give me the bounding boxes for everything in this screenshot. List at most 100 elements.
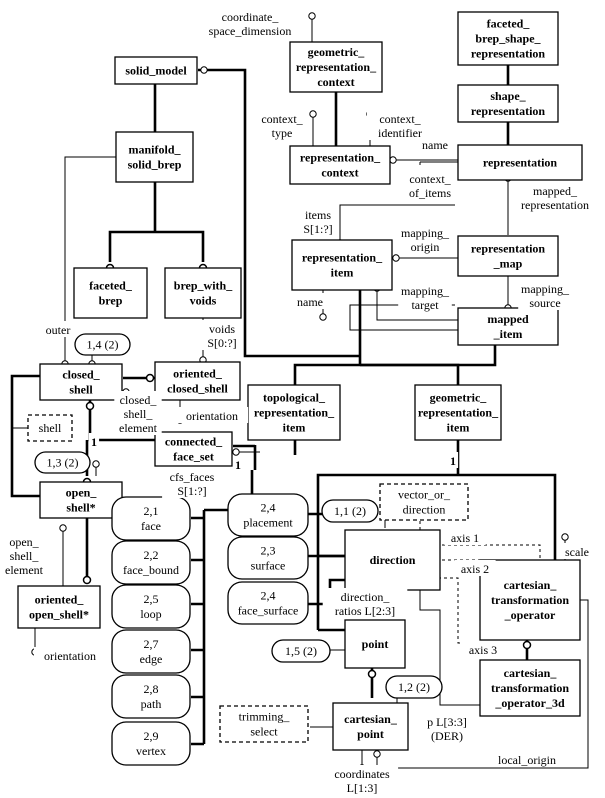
label-context-identifier-line-2: identifier [378, 126, 422, 140]
page-ref-14: 1,4 (2) [74, 333, 131, 356]
geometric-representation-item-entity: geometric_representation_item [414, 384, 502, 441]
label-name-item-backdrop [295, 293, 325, 309]
representation-item-entity-box [291, 239, 393, 291]
label-local-origin: local_origin [487, 751, 567, 767]
geometric-representation-item-entity-line-3: item [447, 421, 470, 435]
geometric-representation-context-entity-line-1: geometric_ [308, 45, 366, 59]
faceted-brep-entity-box [73, 267, 148, 319]
page-ref-placement-line-1: 2,4 [261, 501, 276, 515]
page-ref-surface-line-2: surface [251, 559, 286, 573]
label-one-c-backdrop [447, 452, 459, 468]
label-orientation-2: orientation [33, 647, 107, 663]
label-mapping-origin: mapping_origin [398, 224, 452, 254]
solid-model-entity: solid_model [114, 56, 198, 85]
page-ref-11: 1,1 (2) [321, 499, 379, 523]
vector-or-direction-entity-line-1: vector_or_ [398, 488, 451, 502]
entities-layer: solid_modelmanifold_solid_brepfaceted_br… [17, 11, 583, 751]
label-cfs-faces-line-1: cfs_faces [170, 470, 215, 484]
cartesian-transformation-operator-entity: cartesian_transformation_operator [479, 559, 581, 641]
oriented-open-shell-entity-box [17, 585, 101, 629]
label-items-line-2: S[1:?] [303, 222, 332, 236]
label-one-a-line-1: 1 [91, 435, 97, 449]
label-mapped-representation-line-2: representation [521, 198, 589, 212]
page-ref-11-line-1: 1,1 (2) [334, 504, 366, 518]
label-axis3-backdrop [462, 641, 504, 657]
page-ref-face-surface-shape [227, 581, 309, 625]
label-one-b: 1 [232, 456, 244, 472]
representation-context-entity: representation_context [289, 145, 391, 185]
shape-representation-entity-line-2: representation [471, 104, 546, 118]
topological-representation-item-entity-line-3: item [283, 421, 306, 435]
label-axis1-backdrop [444, 529, 486, 545]
cartesian-transformation-operator-entity-line-1: cartesian_ [504, 578, 558, 592]
geometric-representation-item-entity-line-1: geometric_ [430, 391, 488, 405]
shape-representation-entity-line-1: shape_ [490, 89, 526, 103]
faceted-brep-shape-representation-entity-box [457, 11, 559, 66]
label-coordinate-space-dimension-backdrop [201, 8, 299, 38]
open-shell-entity-line-2: shell* [66, 501, 95, 515]
page-ref-13-line-1: 1,3 (2) [47, 456, 79, 470]
solid-model-entity-box [114, 56, 198, 85]
label-outer-backdrop [40, 321, 76, 337]
page-ref-15: 1,5 (2) [271, 639, 331, 663]
label-context-type: context_type [255, 110, 309, 140]
label-context-identifier-backdrop [367, 110, 433, 140]
page-ref-face-bound-line-2: face_bound [123, 563, 179, 577]
cartesian-transformation-operator-3d-entity-line-2: transformation [491, 681, 569, 695]
point-entity: point [344, 619, 406, 669]
cartesian-transformation-operator-3d-entity: cartesian_transformation_operator_3d [479, 659, 581, 717]
trimming-select-entity-line-1: trimming_ [239, 710, 291, 724]
page-ref-13: 1,3 (2) [34, 451, 91, 474]
label-mapping-source: mapping_source [518, 280, 572, 310]
page-ref-edge-line-1: 2,7 [144, 637, 159, 651]
closed-shell-entity-line-1: closed_ [62, 368, 100, 382]
vector-or-direction-entity-line-2: direction [403, 503, 446, 517]
faceted-brep-shape-representation-entity: faceted_brep_shape_representation [457, 11, 559, 66]
label-p-line-1: p L[3:3] [427, 715, 467, 729]
page-ref-loop-shape [111, 584, 191, 629]
label-voids-line-1: voids [209, 322, 235, 336]
label-context-of-items-line-2: of_items [409, 186, 451, 200]
oriented-open-shell-entity-line-1: oriented_ [35, 593, 85, 607]
faceted-brep-shape-representation-entity-line-1: faceted_ [487, 17, 531, 31]
representation-item-entity-line-1: representation_ [302, 251, 383, 265]
representation-map-entity-line-2: _map [493, 257, 523, 271]
representation-context-entity-box [289, 145, 391, 185]
label-coordinates-line-1: coordinates [334, 767, 390, 781]
label-context-of-items: context_of_items [403, 170, 457, 200]
label-closed-shell-element-backdrop [114, 391, 162, 435]
faceted-brep-shape-representation-entity-line-3: representation [471, 47, 546, 61]
page-ref-path-line-2: path [141, 697, 162, 711]
oriented-closed-shell-entity-line-1: oriented_ [173, 367, 223, 381]
vector-or-direction-entity-box [379, 483, 469, 521]
label-p: p L[3:3](DER) [420, 713, 474, 743]
label-scale: scale [559, 543, 595, 559]
label-mapping-target-line-2: target [411, 298, 439, 312]
page-references-layer: 2,1face2,2face_bound2,5loop2,7edge2,8pat… [34, 333, 443, 766]
geometric-representation-context-entity: geometric_representation_context [289, 41, 383, 93]
representation-item-entity: representation_item [291, 239, 393, 291]
label-context-type-backdrop [255, 110, 309, 140]
label-one-c-line-1: 1 [450, 454, 456, 468]
oriented-closed-shell-entity-line-2: closed_shell [167, 382, 228, 396]
page-ref-11-shape [321, 499, 379, 523]
representation-map-entity-box [457, 235, 559, 277]
label-direction-ratios-line-2: ratios L[2:3] [335, 604, 395, 618]
manifold-solid-brep-entity-line-1: manifold_ [128, 143, 181, 157]
page-ref-13-shape [34, 451, 91, 474]
label-mapping-origin-line-2: origin [411, 240, 440, 254]
page-ref-vertex-shape [111, 721, 191, 766]
closed-shell-entity-line-2: shell [69, 383, 93, 397]
label-open-shell-element-backdrop [0, 533, 48, 577]
label-one-b-backdrop [232, 456, 244, 472]
edge-manifold-subtypes [108, 182, 205, 262]
page-ref-face-surface-line-1: 2,4 [261, 589, 276, 603]
label-axis2-line-1: axis 2 [461, 562, 489, 576]
